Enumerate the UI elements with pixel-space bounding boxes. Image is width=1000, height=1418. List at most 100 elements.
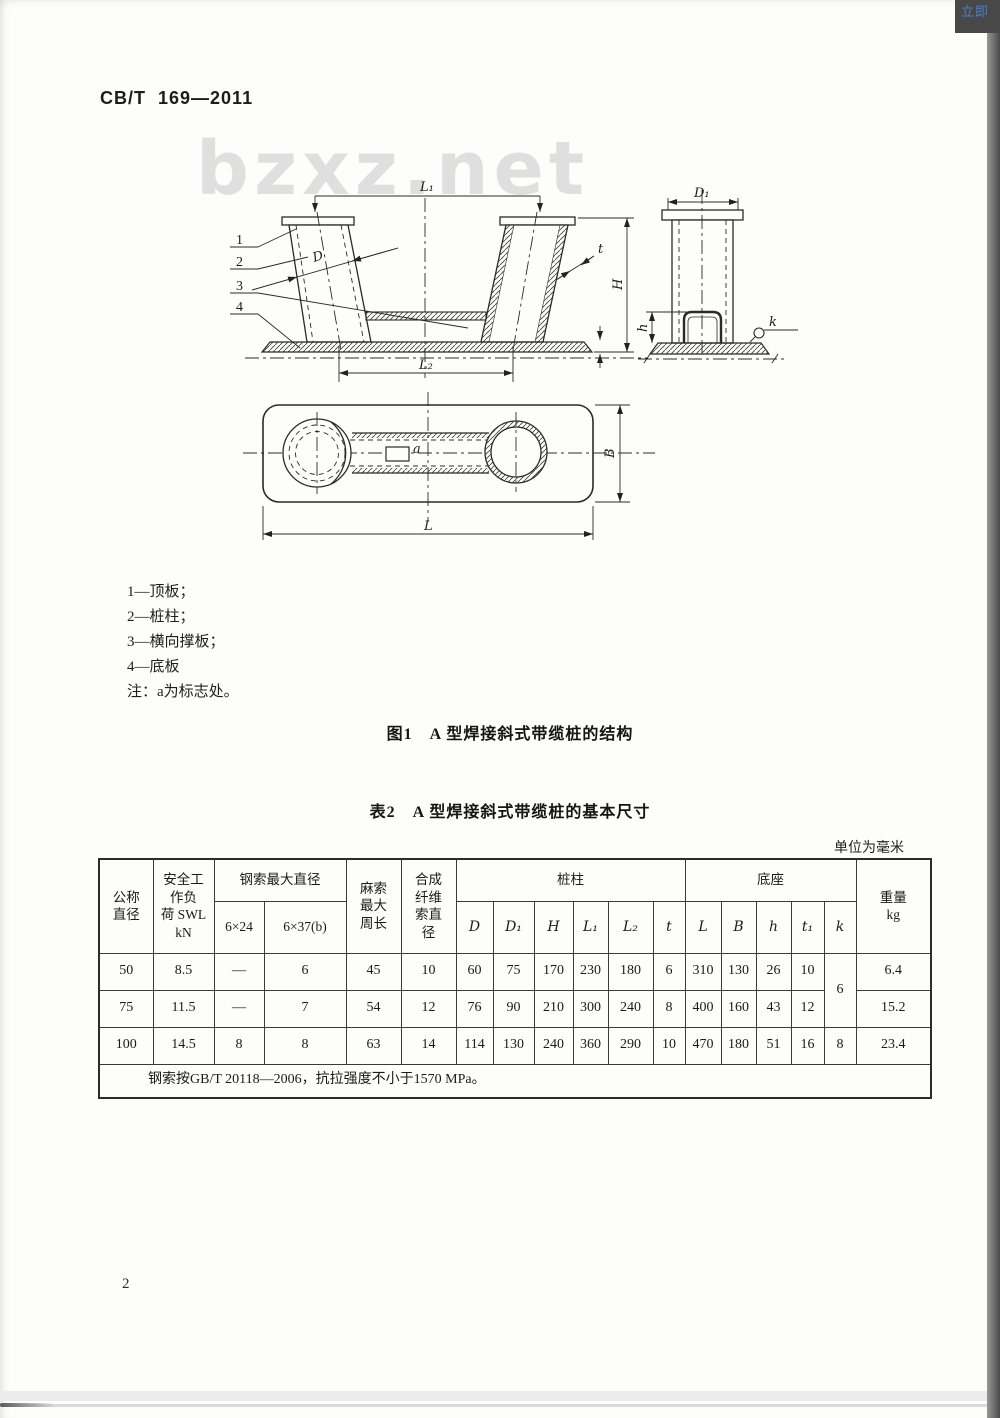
- header-wire-rope-group: 钢索最大直径: [213, 858, 347, 902]
- header-L2: L₂: [607, 900, 654, 954]
- cell: 8.5: [152, 952, 215, 991]
- cell: 10: [400, 952, 457, 991]
- header-L1: L₁: [572, 900, 609, 954]
- header-D: D: [455, 900, 494, 954]
- scan-bottom-band: [0, 1391, 1000, 1401]
- dim-B: B: [603, 448, 618, 459]
- header-h: h: [755, 900, 792, 954]
- page-number: 2: [122, 1276, 130, 1292]
- header-t1: t₁: [790, 900, 825, 954]
- cell: 310: [684, 952, 722, 991]
- dim-k: k: [769, 315, 777, 330]
- cell: 51: [755, 1026, 792, 1065]
- header-swl: 安全工 作负 荷 SWL kN: [152, 858, 215, 954]
- figure-caption: 图1 A 型焊接斜式带缆桩的结构: [386, 726, 634, 743]
- table-caption: 表2 A 型焊接斜式带缆桩的基本尺寸: [369, 804, 651, 821]
- cell: 130: [720, 952, 757, 991]
- dim-L2: L₂: [418, 358, 433, 373]
- cell: 43: [755, 989, 792, 1028]
- legend-line: 2—桩柱；: [127, 609, 195, 625]
- header-H: H: [533, 900, 574, 954]
- cell: 45: [345, 952, 402, 991]
- cell: 130: [492, 1026, 535, 1065]
- header-base-group: 底座: [684, 858, 857, 902]
- cell: 170: [533, 952, 574, 991]
- table-footnote: 钢索按GB/T 20118—2006，抗拉强度不小于1570 MPa。: [98, 1063, 932, 1098]
- part-label-3: 3: [236, 279, 243, 294]
- corner-overlay-button[interactable]: 立即: [955, 0, 1000, 33]
- corner-overlay-label: 立即: [961, 4, 990, 19]
- cell: 6.4: [855, 952, 932, 991]
- dim-L: L: [423, 519, 433, 534]
- legend-line: 4—底板: [127, 659, 180, 675]
- dim-D: D: [310, 248, 326, 266]
- cell: 14.5: [152, 1026, 215, 1065]
- cell: 230: [572, 952, 609, 991]
- cell: 11.5: [152, 989, 215, 1028]
- cell: 12: [400, 989, 457, 1028]
- scan-edge-strip: [987, 0, 1000, 1418]
- side-view: D₁ h k: [636, 186, 798, 364]
- header-B: B: [720, 900, 757, 954]
- cell: 14: [400, 1026, 457, 1065]
- cell: 180: [607, 952, 654, 991]
- cell: 114: [455, 1026, 494, 1065]
- cell: 60: [455, 952, 494, 991]
- cell: 210: [533, 989, 574, 1028]
- cell: 63: [345, 1026, 402, 1065]
- weld-mark-circle: [753, 327, 765, 339]
- header-6x37b: 6×37(b): [263, 900, 347, 954]
- unit-note: 单位为毫米: [834, 841, 904, 856]
- cell: 6: [652, 952, 686, 991]
- bollard-structure-drawing: L₁ D t H L₂ 1: [230, 180, 798, 540]
- cell: 360: [572, 1026, 609, 1065]
- cell: 8: [213, 1026, 265, 1065]
- part-label-2: 2: [236, 255, 243, 270]
- marking-plate: [385, 446, 410, 462]
- figure-legend: 1—顶板； 2—桩柱； 3—横向撑板； 4—底板 注：a为标志处。: [127, 580, 239, 705]
- cell: 75: [492, 952, 535, 991]
- cell: 15.2: [855, 989, 932, 1028]
- dim-a: a: [413, 442, 421, 457]
- table-row: 100 14.5 8 8 63 14 114 130 240 360 290 1…: [98, 1026, 932, 1065]
- part-label-4: 4: [236, 300, 243, 315]
- cell: 26: [755, 952, 792, 991]
- header-column-group: 桩柱: [455, 858, 686, 902]
- cell: 160: [720, 989, 757, 1028]
- header-synthetic-rope: 合成 纤维 索直 径: [400, 858, 457, 954]
- dim-H: H: [611, 278, 626, 291]
- scan-bottom-line: [0, 1404, 1000, 1407]
- header-weight: 重量 kg: [855, 858, 932, 954]
- header-hemp-rope: 麻索 最大 周长: [345, 858, 402, 954]
- header-6x24: 6×24: [213, 900, 265, 954]
- header-L: L: [684, 900, 722, 954]
- cell: 470: [684, 1026, 722, 1065]
- plan-view: a B L: [243, 392, 655, 540]
- base-plate: [260, 341, 594, 353]
- cell: 23.4: [855, 1026, 932, 1065]
- cell: 400: [684, 989, 722, 1028]
- header-nominal-diameter: 公称 直径: [98, 858, 154, 954]
- cell: 100: [98, 1026, 154, 1065]
- cell: 290: [607, 1026, 654, 1065]
- header-D1: D₁: [492, 900, 535, 954]
- cell: 240: [607, 989, 654, 1028]
- cell: 240: [533, 1026, 574, 1065]
- cell: 8: [823, 1026, 857, 1065]
- cell: 76: [455, 989, 494, 1028]
- legend-line: 3—横向撑板；: [127, 634, 225, 650]
- cell: 12: [790, 989, 825, 1028]
- cell: 8: [263, 1026, 347, 1065]
- cell: —: [213, 989, 265, 1028]
- cell: 10: [790, 952, 825, 991]
- cell: 180: [720, 1026, 757, 1065]
- cross-brace: [365, 311, 487, 321]
- cell: 6: [263, 952, 347, 991]
- cell: 90: [492, 989, 535, 1028]
- legend-line: 注：a为标志处。: [127, 684, 239, 700]
- header-t: t: [652, 900, 686, 954]
- dimensions-table: 公称 直径 安全工 作负 荷 SWL kN 钢索最大直径 麻索 最大 周长 合成…: [98, 858, 932, 1099]
- dim-t: t: [598, 242, 604, 257]
- cell: 16: [790, 1026, 825, 1065]
